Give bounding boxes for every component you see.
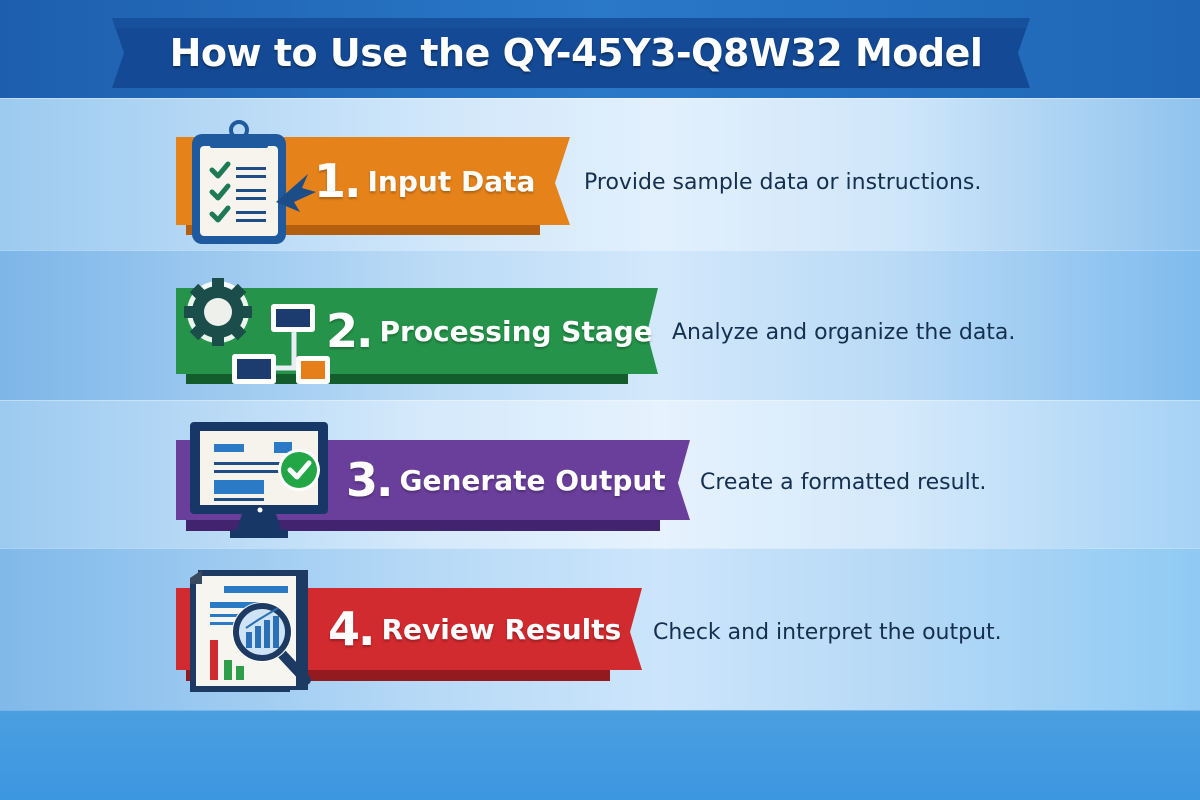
step-2-description: Analyze and organize the data. — [672, 320, 1016, 345]
step-1-number: 1. — [314, 154, 362, 208]
title-banner-shape — [112, 18, 1030, 88]
step-4-title: Review Results — [381, 612, 622, 646]
step-3-description: Create a formatted result. — [700, 470, 987, 495]
page-title: How to Use the QY-45Y3-Q8W32 Model — [169, 31, 983, 75]
title-banner: How to Use the QY-45Y3-Q8W32 Model — [112, 18, 1030, 88]
step-4-description: Check and interpret the output. — [653, 620, 1002, 645]
step-4-number: 4. — [328, 602, 376, 656]
step-2-number: 2. — [326, 304, 374, 358]
clipboard-checklist-icon — [190, 118, 320, 252]
gear-flowchart-icon — [184, 274, 334, 390]
monitor-check-icon — [190, 422, 330, 544]
step-3-title: Generate Output — [399, 463, 666, 497]
step-2-title: Processing Stage — [379, 314, 653, 348]
footer-band — [0, 710, 1200, 800]
step-1-description: Provide sample data or instructions. — [584, 170, 982, 195]
report-magnifier-icon — [188, 568, 320, 698]
step-3-number: 3. — [346, 453, 394, 507]
step-1-title: Input Data — [367, 164, 536, 198]
